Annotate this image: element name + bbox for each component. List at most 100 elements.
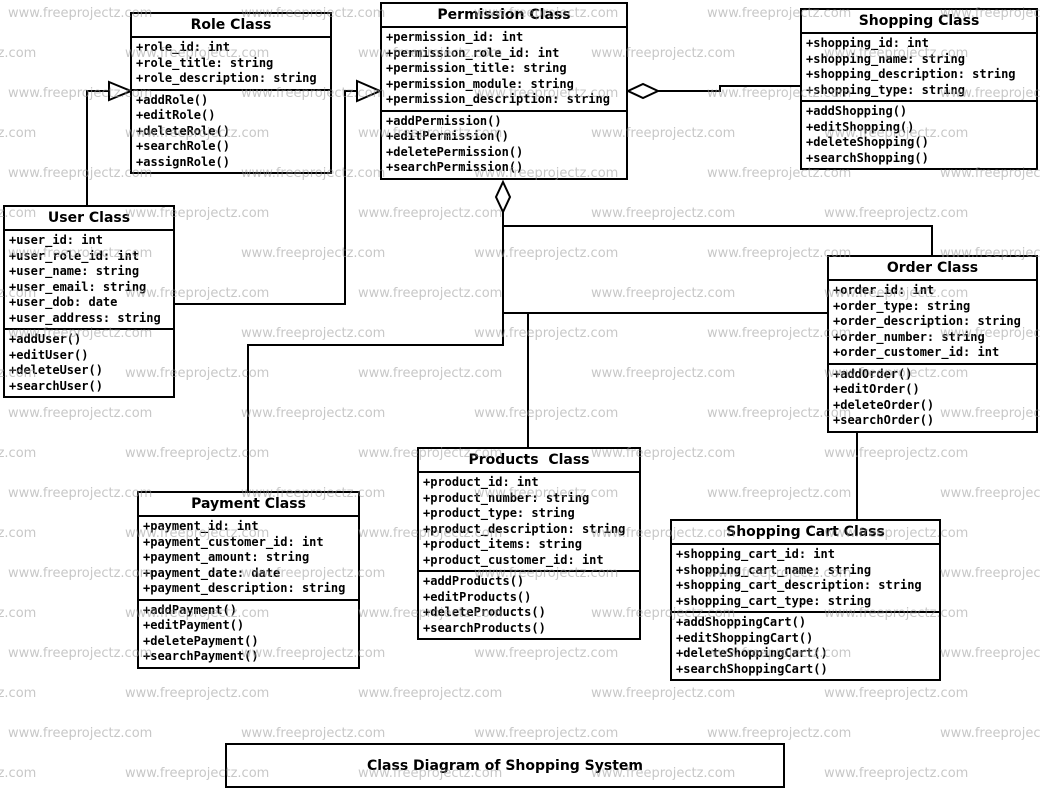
permission-shopping-aggregation [625, 82, 800, 100]
method-row: +addProducts() [423, 574, 525, 588]
class-box-order: Order Class +order_id: int+order_type: s… [827, 255, 1038, 433]
attribute-row: +payment_description: string [143, 581, 346, 595]
class-title: Products Class [419, 449, 639, 473]
method-row: +searchOrder() [833, 413, 935, 427]
methods-section: +addShopping()+editShopping()+deleteShop… [802, 102, 1036, 168]
attribute-row: +order_description: string [833, 314, 1021, 328]
method-row: +searchProducts() [423, 620, 546, 635]
attribute-row: +shopping_id: int [806, 36, 929, 50]
class-box-shopping: Shopping Class +shopping_id: int+shoppin… [800, 8, 1038, 170]
methods-section: +addRole()+editRole()+deleteRole()+searc… [132, 91, 330, 173]
method-row: +searchShopping() [806, 150, 929, 165]
class-box-role: Role Class +role_id: int+role_title: str… [130, 12, 332, 174]
diagram-title: Class Diagram of Shopping System [366, 757, 644, 774]
attribute-row: +user_dob: date [9, 295, 118, 309]
method-row: +addPermission() [386, 113, 502, 128]
attribute-row: +user_email: string [9, 279, 147, 294]
class-title: Shopping Class [802, 10, 1036, 34]
class-box-shopping-cart: Shopping Cart Class +shopping_cart_id: i… [670, 519, 941, 681]
attribute-row: +product_items: string [423, 537, 582, 551]
user-role-generalization [86, 80, 134, 207]
method-row: +addPayment() [143, 602, 237, 617]
method-row: +editPayment() [143, 618, 245, 632]
method-row: +deletePermission() [386, 144, 524, 159]
attribute-row: +payment_customer_id: int [143, 534, 324, 549]
method-row: +deleteShopping() [806, 135, 929, 149]
method-row: +deleteProducts() [423, 605, 546, 619]
method-row: +deleteOrder() [833, 397, 935, 412]
attributes-section: +permission_id: int+permission_role_id: … [382, 28, 626, 112]
methods-section: +addOrder()+editOrder()+deleteOrder()+se… [829, 365, 1036, 431]
attributes-section: +payment_id: int+payment_customer_id: in… [139, 517, 358, 601]
attribute-row: +permission_title: string [386, 61, 567, 75]
attribute-row: +role_title: string [136, 55, 274, 70]
attribute-row: +permission_module: string [386, 76, 574, 91]
attributes-section: +user_id: int+user_role_id: int+user_nam… [5, 231, 173, 330]
method-row: +addShopping() [806, 104, 908, 118]
method-row: +addRole() [136, 92, 209, 107]
attribute-row: +order_id: int [833, 283, 935, 297]
method-row: +searchShoppingCart() [676, 661, 828, 676]
generalization-arrow-icon [108, 80, 134, 102]
class-box-products: Products Class +product_id: int+product_… [417, 447, 641, 640]
methods-section: +addShoppingCart()+editShoppingCart()+de… [672, 613, 939, 679]
class-title: Permission Class [382, 4, 626, 28]
aggregation-diamond-icon [494, 179, 512, 215]
methods-section: +addUser()+editUser()+deleteUser()+searc… [5, 330, 173, 396]
attribute-row: +shopping_cart_description: string [676, 578, 922, 592]
method-row: +searchPayment() [143, 649, 259, 663]
method-row: +searchRole() [136, 139, 230, 153]
attributes-section: +role_id: int+role_title: string+role_de… [132, 38, 330, 91]
attribute-row: +role_id: int [136, 40, 230, 54]
attribute-row: +shopping_description: string [806, 67, 1016, 81]
user-permission-generalization [175, 79, 383, 305]
method-row: +addShoppingCart() [676, 615, 807, 629]
method-row: +editOrder() [833, 382, 920, 396]
method-row: +assignRole() [136, 154, 230, 169]
generalization-arrow-icon [356, 79, 383, 103]
attribute-row: +user_name: string [9, 264, 140, 278]
methods-section: +addPermission()+editPermission()+delete… [382, 112, 626, 178]
class-title: Role Class [132, 14, 330, 38]
attributes-section: +order_id: int+order_type: string+order_… [829, 281, 1036, 365]
attribute-row: +order_customer_id: int [833, 345, 1000, 359]
attribute-row: +shopping_cart_name: string [676, 562, 872, 577]
attributes-section: +shopping_cart_id: int+shopping_cart_nam… [672, 545, 939, 613]
attribute-row: +shopping_type: string [806, 82, 965, 97]
class-box-payment: Payment Class +payment_id: int+payment_c… [137, 491, 360, 669]
attributes-section: +shopping_id: int+shopping_name: string+… [802, 34, 1036, 102]
attribute-row: +product_number: string [423, 490, 590, 505]
method-row: +editPermission() [386, 129, 509, 143]
attribute-row: +product_description: string [423, 521, 626, 536]
attribute-row: +order_number: string [833, 329, 985, 344]
attribute-row: +user_role_id: int [9, 248, 140, 263]
attribute-row: +permission_description: string [386, 92, 610, 106]
method-row: +editProducts() [423, 589, 532, 604]
method-row: +deleteShoppingCart() [676, 646, 828, 660]
method-row: +editUser() [9, 347, 89, 362]
methods-section: +addProducts()+editProducts()+deleteProd… [419, 572, 639, 638]
attribute-row: +payment_id: int [143, 519, 259, 533]
attributes-section: +product_id: int+product_number: string +… [419, 473, 639, 572]
method-row: +deleteUser() [9, 363, 103, 377]
attribute-row: +permission_id: int [386, 30, 524, 44]
attribute-row: +payment_amount: string [143, 550, 310, 564]
attribute-row: +role_description: string [136, 71, 317, 85]
method-row: +deleteRole() [136, 123, 230, 138]
attribute-row: +shopping_name: string [806, 51, 965, 66]
class-title: Order Class [829, 257, 1036, 281]
method-row: +editShoppingCart() [676, 630, 814, 645]
attribute-row: +shopping_cart_type: string [676, 593, 872, 608]
attribute-row: +payment_date: date [143, 565, 281, 580]
method-row: +editRole() [136, 108, 216, 122]
attribute-row: +permission_role_id: int [386, 45, 560, 60]
aggregation-diamond-icon [625, 82, 661, 100]
method-row: +addUser() [9, 332, 82, 346]
method-row: +editShopping() [806, 119, 915, 134]
method-row: +deletePayment() [143, 633, 259, 648]
class-box-user: User Class +user_id: int+user_role_id: i… [3, 205, 175, 398]
attribute-row: +product_id: int [423, 475, 539, 489]
class-box-permission: Permission Class +permission_id: int+per… [380, 2, 628, 180]
diagram-title-box: Class Diagram of Shopping System [225, 743, 785, 788]
